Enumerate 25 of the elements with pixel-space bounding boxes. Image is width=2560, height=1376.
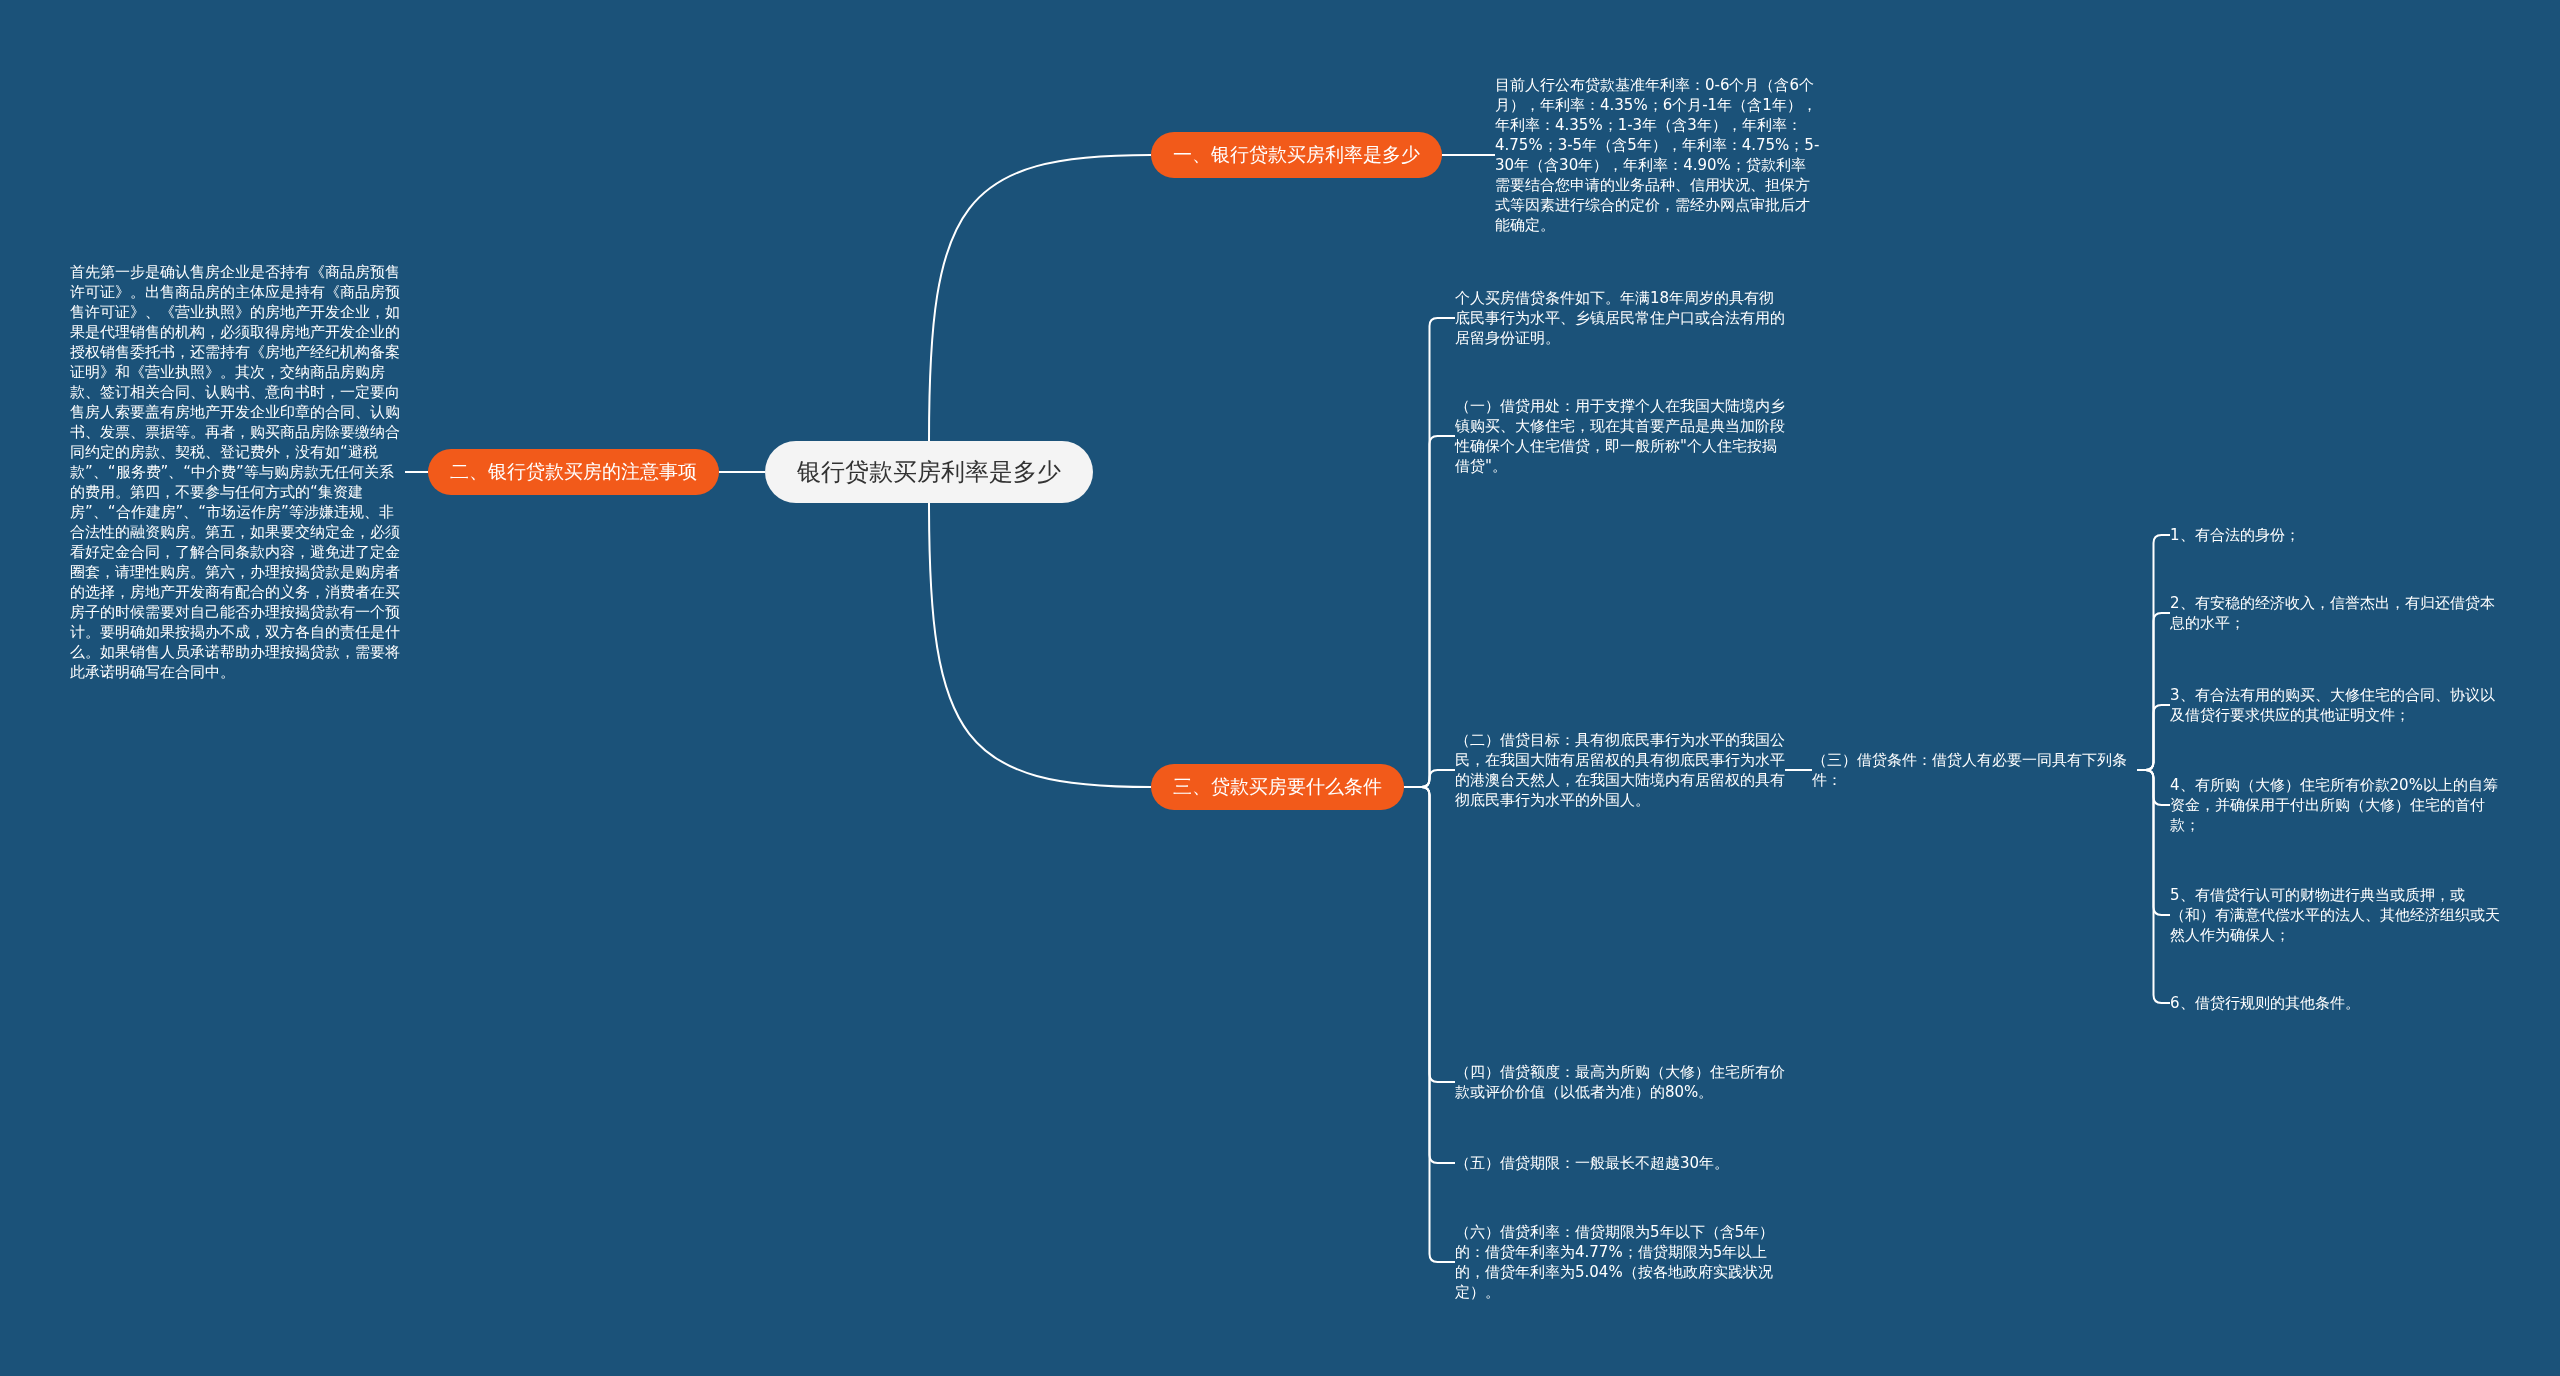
connector-line xyxy=(1784,769,1813,771)
note-text: （四）借贷额度：最高为所购（大修）住宅所有价款或评价价值（以低者为准）的80%。 xyxy=(1455,1062,1785,1102)
note-text: （一）借贷用处：用于支撑个人在我国大陆境内乡镇购买、大修住宅，现在其首要产品是典当加阶段性确保个人住宅借贷，即一般所称"个人住宅按揭借贷"。 xyxy=(1455,396,1785,476)
note-text: （五）借贷期限：一般最长不超越30年。 xyxy=(1455,1153,1785,1173)
connector-line xyxy=(928,502,1152,788)
note-text: 3、有合法有用的购买、大修住宅的合同、协议以及借贷行要求供应的其他证明文件； xyxy=(2170,685,2505,725)
connector-line xyxy=(718,471,766,473)
connector-line xyxy=(1441,154,1496,156)
note-text: 1、有合法的身份； xyxy=(2170,525,2505,545)
note-text: （二）借贷目标：具有彻底民事行为水平的我国公民，在我国大陆有居留权的具有彻底民事行为水平的港澳台天然人，在我国大陆境内有居留权的具有彻底民事行为水平的外国人。 xyxy=(1455,730,1785,810)
note-text: 目前人行公布贷款基准年利率：0-6个月（含6个月），年利率：4.35%；6个月-1年（含1年），年利率：4.35%；1-3年（含3年），年利率：4.75%；3-5年（含5年），年利率：4.75%；5-30年（含30年），年利率：4.90%；贷款利率需要结合您申请的业务品种、信用状况、担保方式等因素进行综合的定价，需经办网点审批后才能确定。 xyxy=(1495,75,1820,235)
note-text: （六）借贷利率：借贷期限为5年以下（含5年）的：借贷年利率为4.77%；借贷期限为5年以上的，借贷年利率为5.04%（按各地政府实践状况定）。 xyxy=(1455,1222,1785,1302)
branch-topic-pill: 三、贷款买房要什么条件 xyxy=(1151,764,1404,810)
note-text: 5、有借贷行认可的财物进行典当或质押，或（和）有满意代偿水平的法人、其他经济组织或天然人作为确保人； xyxy=(2170,885,2505,945)
note-text: 4、有所购（大修）住宅所有价款20%以上的自筹资金，并确保用于付出所购（大修）住宅的首付款； xyxy=(2170,775,2505,835)
connector-line xyxy=(404,471,429,473)
note-text: 个人买房借贷条件如下。年满18年周岁的具有彻底民事行为水平、乡镇居民常住户口或合法有用的居留身份证明。 xyxy=(1455,288,1785,348)
note-text: （三）借贷条件：借贷人有必要一同具有下列条件： xyxy=(1812,750,2137,790)
note-text: 6、借贷行规则的其他条件。 xyxy=(2170,993,2505,1013)
branch-topic-pill: 一、银行贷款买房利率是多少 xyxy=(1151,132,1442,178)
central-topic-pill: 银行贷款买房利率是多少 xyxy=(765,441,1093,503)
connector-line xyxy=(928,154,1152,442)
note-text: 2、有安稳的经济收入，信誉杰出，有归还借贷本息的水平； xyxy=(2170,593,2505,633)
branch-topic-pill: 二、银行贷款买房的注意事项 xyxy=(428,449,719,495)
note-text: 首先第一步是确认售房企业是否持有《商品房预售许可证》。出售商品房的主体应是持有《商品房预售许可证》、《营业执照》的房地产开发企业，如果是代理销售的机构，必须取得房地产开发企业的授权销售委托书，还需持有《房地产经纪机构备案证明》和《营业执照》。其次，交纳商品房购房款、签订相关合同、认购书、意向书时，一定要向售房人索要盖有房地产开发企业印章的合同、认购书、发票、票据等。再者，购买商品房除要缴纳合同约定的房款、契税、登记费外，没有如“避税款”、“服务费”、“中介费”等与购房款无任何关系的费用。第四，不要参与任何方式的“集资建房”、“合作建房”、“市场运作房”等涉嫌违规、非合法性的融资购房。第五，如果要交纳定金，必须看好定金合同，了解合同条款内容，避免进了定金圈套，请理性购房。第六，办理按揭贷款是购房者的选择，房地产开发商有配合的义务，消费者在买房子的时候需要对自己能否办理按揭贷款有一个预计。要明确如果按揭办不成，双方各自的责任是什么。如果销售人员承诺帮助办理按揭贷款，需要将此承诺明确写在合同中。 xyxy=(70,262,405,682)
